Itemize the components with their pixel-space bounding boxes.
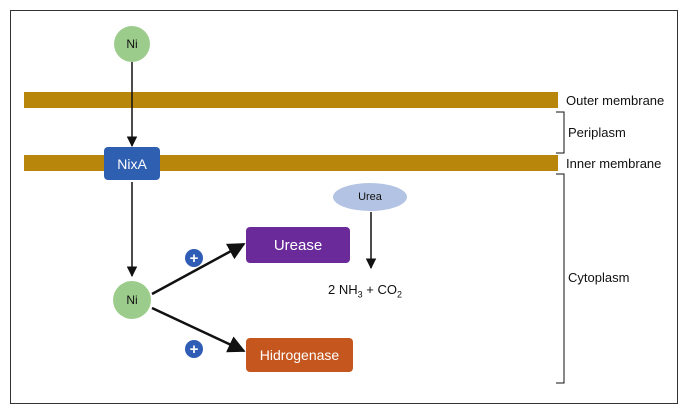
reaction-products: 2 NH3 + CO2 (328, 282, 402, 300)
cytoplasm-bracket (556, 173, 565, 384)
urea-ellipse (333, 183, 407, 211)
outer-membrane-label: Outer membrane (566, 93, 665, 108)
cytoplasm-label: Cytoplasm (568, 270, 630, 285)
reaction-sub-2: 2 (396, 289, 402, 300)
ni-top-label: Ni (126, 37, 138, 51)
hydrogenase-box: Hidrogenase (246, 338, 353, 372)
periplasm-label: Periplasm (568, 125, 626, 140)
reaction-coef: 2 NH (328, 282, 358, 297)
plus-icon-hydrogenase: + (185, 340, 203, 358)
urea-label: Urea (358, 191, 382, 203)
outer-membrane-band (24, 92, 558, 108)
ni-bottom-circle (113, 281, 151, 319)
reaction-mid: + CO (362, 282, 397, 297)
diagram-frame (10, 10, 678, 404)
arrow-ni-to-hydrogenase (151, 306, 246, 353)
urease-box: Urease (246, 227, 350, 263)
ni-top-circle (114, 26, 150, 62)
nixa-transporter-box: NixA (104, 147, 160, 180)
ni-bottom-label: Ni (126, 293, 138, 307)
reaction-sub-3: 3 (357, 289, 363, 300)
inner-membrane-label: Inner membrane (566, 156, 662, 171)
arrow-ni-to-urease (151, 242, 246, 296)
plus-icon-urease: + (185, 249, 203, 267)
periplasm-bracket (556, 111, 565, 154)
